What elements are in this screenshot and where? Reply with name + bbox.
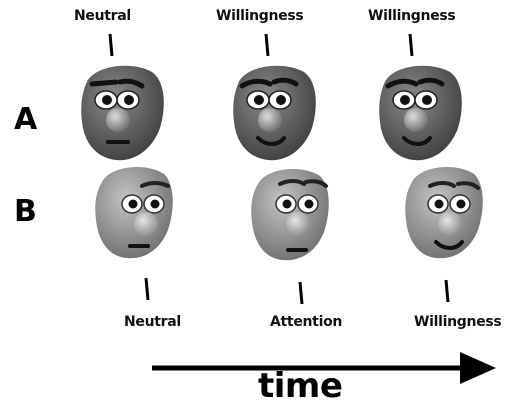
pointer-b-2 [300, 282, 302, 304]
face-b-3 [405, 167, 483, 258]
face-a-2 [233, 66, 316, 160]
time-arrow-head [460, 352, 496, 384]
pointer-b-3 [446, 280, 448, 302]
face-b-1 [95, 167, 173, 258]
pointer-a-1 [110, 34, 112, 56]
pointer-b-1 [146, 278, 148, 300]
pointer-a-3 [410, 34, 412, 56]
face-b-2 [251, 169, 329, 260]
pointer-a-2 [266, 34, 268, 56]
face-a-3 [379, 66, 462, 160]
face-a-1 [81, 66, 164, 160]
